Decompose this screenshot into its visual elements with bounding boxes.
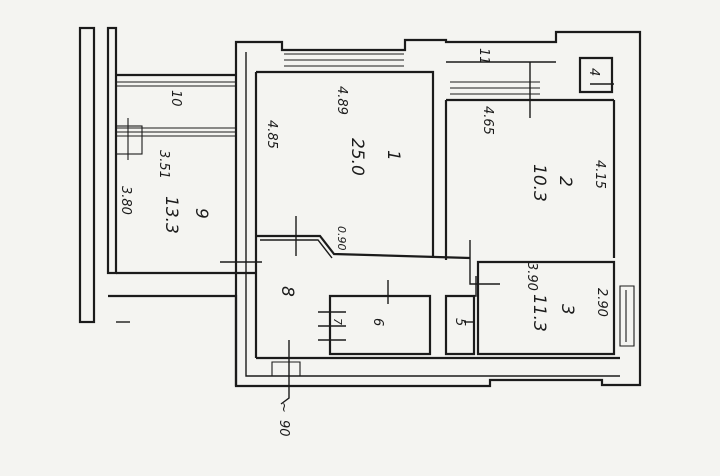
room-2-area: 10.3 [529,164,549,202]
room-9-width: 3.51 [156,150,171,179]
room-3-area: 11.3 [529,294,549,332]
outer-walls [234,30,642,388]
room-8-number: 8 [277,286,297,297]
room-labels: 4.89 4.85 1 25.0 4.65 4.15 2 10.3 3.90 2… [118,48,609,437]
windows [271,53,635,377]
room-3-number: 3 [557,304,577,315]
room-2-depth: 4.15 [592,160,607,189]
room-4-number: 4 [586,68,601,76]
room-1-width: 4.89 [334,86,349,115]
room-1-area: 25.0 [347,138,367,176]
entrance-prefix: ~ [276,402,291,413]
room-2-width: 4.65 [480,106,495,135]
room-1-depth: 4.85 [264,120,279,149]
room-9-depth: 3.80 [118,186,133,215]
entrance-label: 90 [276,420,291,437]
room-3-width: 3.90 [524,262,539,291]
door-marks [220,62,614,405]
room-7-number: 7 [331,318,344,325]
room-9-number: 9 [191,208,211,219]
room-6-number: 6 [370,318,385,326]
door-gap-label: 0.90 [335,226,348,251]
room-11-number: 11 [476,48,491,65]
room-2-number: 2 [555,176,575,187]
room-10-number: 10 [168,90,183,107]
room-3-depth: 2.90 [594,288,609,317]
balcony-block [78,26,256,386]
room-1-number: 1 [383,150,403,161]
interior-walls [254,56,620,360]
room-5-number: 5 [452,318,467,326]
room-9-area: 13.3 [161,196,181,234]
